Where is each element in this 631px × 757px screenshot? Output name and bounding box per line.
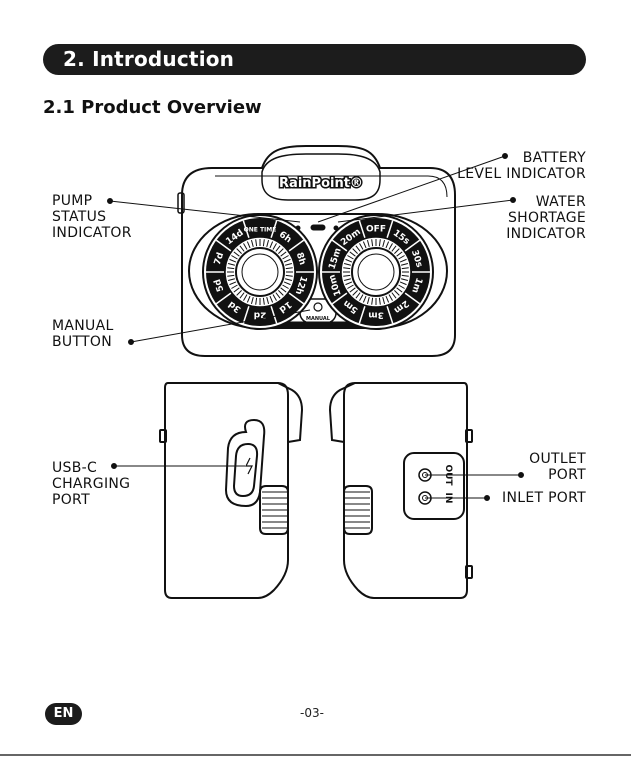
bottom-rule [0, 754, 631, 756]
dial-label: OFF [366, 225, 386, 235]
page-number: -03- [300, 706, 324, 720]
dial-label: 3m [368, 310, 384, 320]
device-right-side-view [330, 383, 472, 598]
manual-button-label: MANUAL [306, 316, 331, 322]
dial-label: ONE TIME [244, 227, 277, 234]
brand-logo-text: RainPoint® [279, 176, 363, 191]
device-left-side-view [160, 383, 302, 598]
inlet-port-label: INLET PORT [502, 490, 586, 506]
language-badge: EN [45, 703, 82, 725]
